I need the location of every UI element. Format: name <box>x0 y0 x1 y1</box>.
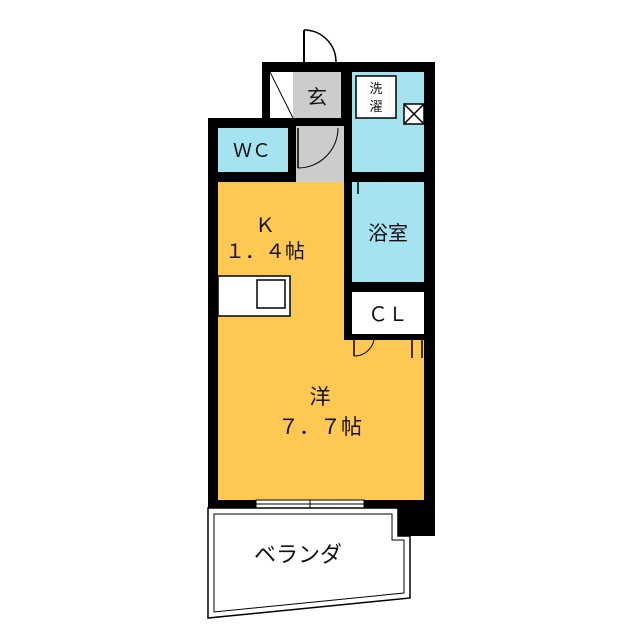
genkan-floor <box>293 72 341 118</box>
wc-room <box>218 128 288 172</box>
balcony-window <box>255 499 365 509</box>
kitchen-size-label: １．４帖 <box>225 239 305 263</box>
hall-door <box>297 127 339 169</box>
entrance-door <box>303 29 337 63</box>
bath-label: 浴室 <box>368 221 408 245</box>
kitchen-name-label: Ｋ <box>255 213 275 237</box>
wc-label: ＷＣ <box>233 140 271 162</box>
bath-room <box>352 182 424 282</box>
closet <box>352 292 424 334</box>
closet-label: ＣＬ <box>368 302 408 326</box>
closet-doors <box>353 339 423 358</box>
western-name-label: 洋 <box>310 385 331 409</box>
balcony-label: ベランダ <box>254 543 342 568</box>
washer-pan <box>355 75 397 119</box>
western-room-floor <box>218 182 424 500</box>
western-size-label: ７．７帖 <box>278 415 362 439</box>
laundry-label-line1: 洗 <box>369 82 382 97</box>
laundry-label-line2: 濯 <box>369 100 382 115</box>
balcony <box>207 507 411 619</box>
genkan-label: 玄 <box>307 85 327 109</box>
kitchen-counter <box>217 275 291 317</box>
